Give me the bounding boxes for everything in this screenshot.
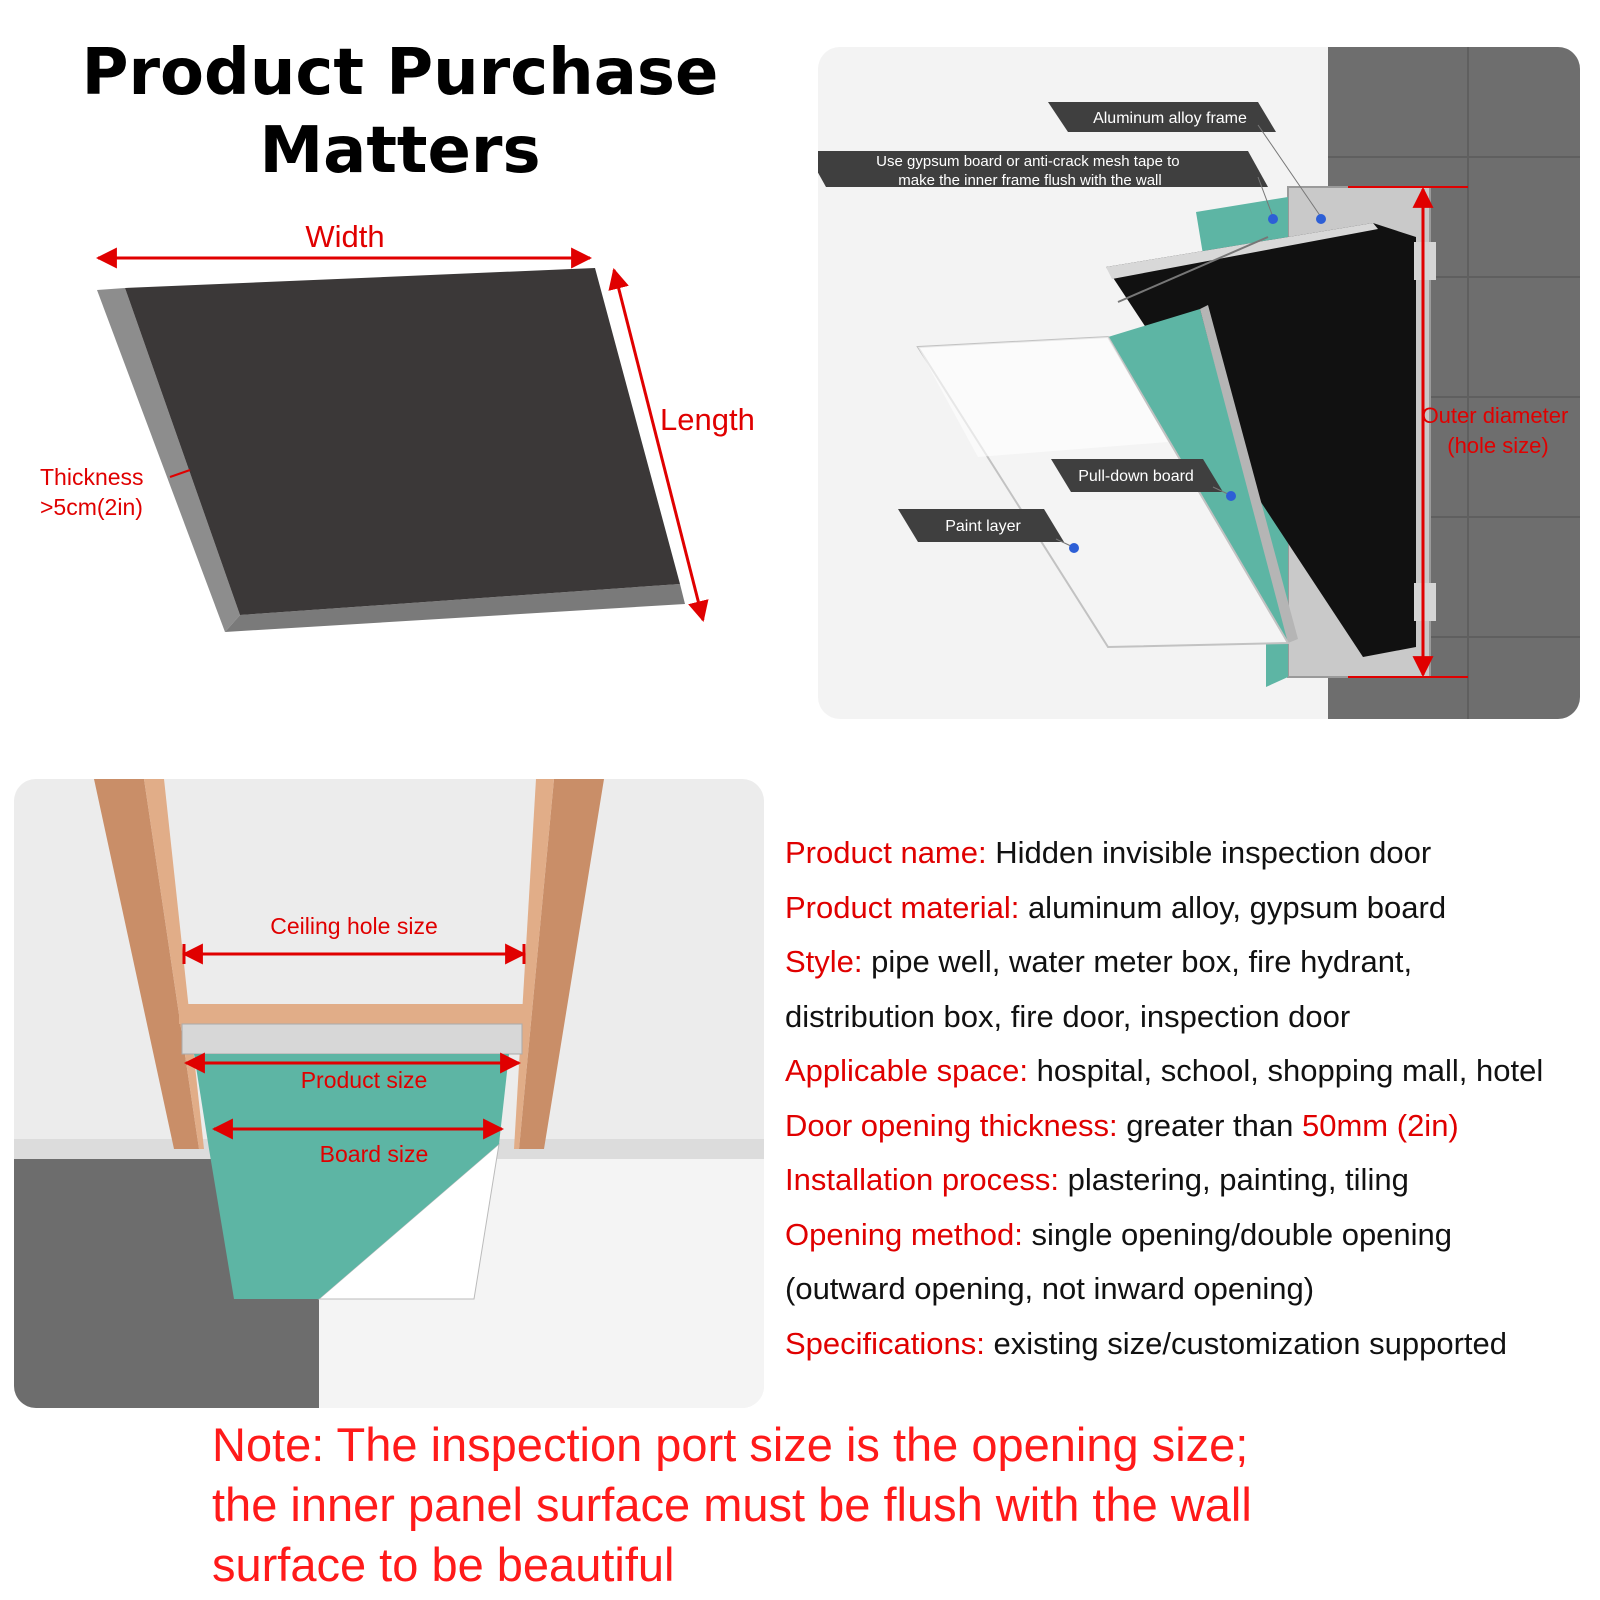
thickness-label: Thickness >5cm(2in) <box>40 464 150 520</box>
spec-specifications: Specifications: existing size/customizat… <box>785 1325 1507 1361</box>
frame-inner-side <box>1106 223 1378 279</box>
wood-stud-right <box>519 779 604 1149</box>
door-wire <box>1117 236 1269 303</box>
gypsum-tip-dot <box>1268 214 1278 224</box>
spec-installation: Installation process: plastering, painti… <box>785 1162 1409 1197</box>
spec-opening-cont: (outward opening, not inward opening) <box>785 1271 1315 1306</box>
aluminum-frame-label: Aluminum alloy frame <box>1093 110 1247 127</box>
panel-side-edge <box>97 288 240 632</box>
ceiling-frame <box>181 1023 523 1055</box>
mount-bracket-top <box>1414 242 1436 280</box>
outer-diameter-label: Outer diameter (hole size) <box>1422 403 1575 458</box>
product-size-label: Product size <box>301 1067 428 1093</box>
spec-opening: Opening method: single opening/double op… <box>785 1216 1453 1252</box>
board-green <box>194 1054 509 1299</box>
length-arrow <box>608 267 709 623</box>
title-line-2: Matters <box>259 114 541 188</box>
note-line-2: the inner panel surface must be flush wi… <box>212 1478 1252 1531</box>
spec-product-name: Product name: Hidden invisible inspectio… <box>785 835 1432 870</box>
product-spec-list: Product name: Hidden invisible inspectio… <box>785 826 1585 1371</box>
gypsum-tip-leader <box>1257 176 1274 218</box>
width-label: Width <box>305 219 384 254</box>
wood-stud-right-face <box>514 779 554 1149</box>
spec-style-cont: distribution box, fire door, inspection … <box>785 998 1351 1034</box>
paint-layer-label: Paint layer <box>945 518 1021 535</box>
title-line-1: Product Purchase <box>81 36 719 110</box>
note-line-1: Note: The inspection port size is the op… <box>212 1418 1249 1471</box>
panel-bottom-edge <box>225 584 685 632</box>
note-line-3: surface to be beautiful <box>212 1538 675 1591</box>
structure-diagram: Aluminum alloy frame Use gypsum board or… <box>818 47 1580 719</box>
spec-thickness: Door opening thickness: greater than 50m… <box>785 1107 1459 1143</box>
mount-bracket-bottom <box>1414 583 1436 621</box>
spec-material: Product material: aluminum alloy, gypsum… <box>785 889 1447 925</box>
aluminum-frame-callout-bg <box>1048 102 1276 132</box>
gypsum-tip-label: Use gypsum board or anti-crack mesh tape… <box>876 153 1184 189</box>
aluminum-frame-leader <box>1257 124 1322 218</box>
aluminum-frame-dot <box>1316 214 1326 224</box>
wood-crossbar <box>179 1004 529 1024</box>
ceiling-diagram: Ceiling hole size Product size Board siz… <box>14 779 764 1408</box>
spec-style: Style: pipe well, water meter box, fire … <box>785 944 1413 979</box>
ceiling-diagram-panel: Ceiling hole size Product size Board siz… <box>14 779 764 1408</box>
paint-layer-dot <box>1069 543 1079 553</box>
door-frame-edge <box>1200 305 1298 643</box>
wood-stud-left <box>94 779 199 1149</box>
paint-layer-callout-bg <box>898 509 1064 542</box>
length-label: Length <box>660 402 755 437</box>
pull-down-dot <box>1226 491 1236 501</box>
panel-gradient-overlay <box>918 337 1168 457</box>
board-size-label: Board size <box>320 1141 429 1167</box>
page-title: Product Purchase Matters <box>40 34 760 190</box>
pull-down-callout-bg <box>1051 459 1223 492</box>
thickness-pointer <box>169 469 191 478</box>
gypsum-tip-callout-bg <box>818 151 1268 187</box>
spec-space: Applicable space: hospital, school, shop… <box>785 1053 1544 1088</box>
dimension-diagram: Width Length Thickness >5cm(2in) <box>40 219 755 632</box>
note-text: Note: The inspection port size is the op… <box>212 1415 1392 1595</box>
ceiling-hole-label: Ceiling hole size <box>270 913 437 939</box>
structure-diagram-panel: Aluminum alloy frame Use gypsum board or… <box>818 47 1580 719</box>
panel-face <box>125 268 680 615</box>
pull-down-board-label: Pull-down board <box>1078 468 1194 485</box>
